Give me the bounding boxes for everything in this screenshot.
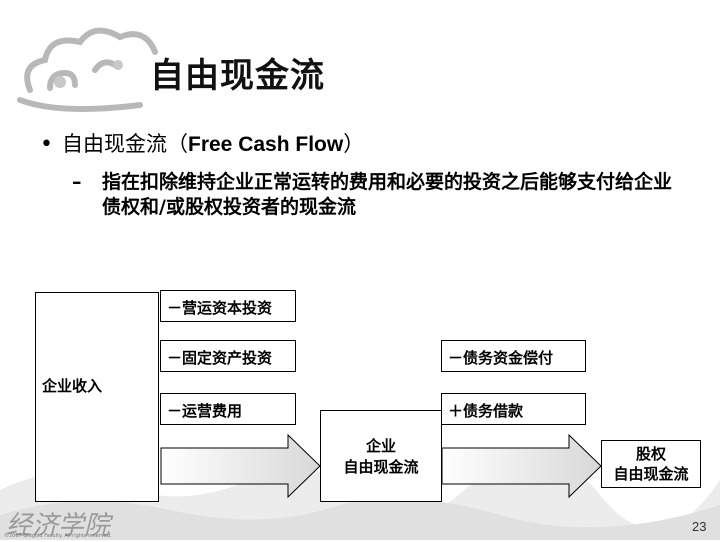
bullet-point: • 自由现金流（ Free Cash Flow ） <box>40 128 364 158</box>
deduction-operating-expenses: －运营费用 <box>160 393 296 425</box>
firm-fcf-line2: 自由现金流 <box>343 456 418 477</box>
debt-repayment: －债务资金偿付 <box>441 340 586 372</box>
corporate-revenue-box <box>35 292 159 502</box>
bullet-text-zh: 自由现金流（ <box>62 128 188 158</box>
arrow-to-equity-fcf <box>441 434 603 498</box>
bullet-text-en: Free Cash Flow <box>188 133 343 157</box>
bullet-text-close: ） <box>343 128 364 158</box>
equity-fcf-line1: 股权 <box>636 444 666 464</box>
bullet-dot: • <box>40 132 62 157</box>
deduction-fixed-assets: －固定资产投资 <box>160 340 296 372</box>
slide-title: 自由现金流 <box>150 48 325 97</box>
sub-bullet-dash: – <box>72 170 82 195</box>
firm-fcf-line1: 企业 <box>366 435 396 456</box>
equity-fcf-box: 股权 自由现金流 <box>601 440 701 488</box>
page-number: 23 <box>692 519 706 534</box>
firm-fcf-box: 企业 自由现金流 <box>320 410 442 502</box>
arrow-to-firm-fcf <box>160 434 322 498</box>
corporate-revenue-label: 企业收入 <box>42 375 102 396</box>
copyright-text: ©2007 Qiugold Faculty. All rights reserv… <box>4 533 112 539</box>
deduction-working-capital: －营运资本投资 <box>160 290 296 322</box>
sub-bullet-text: 指在扣除维持企业正常运转的费用和必要的投资之后能够支付给企业债权和/或股权投资者… <box>102 170 672 220</box>
debt-borrowing: ＋债务借款 <box>441 393 586 425</box>
equity-fcf-line2: 自由现金流 <box>613 464 688 484</box>
